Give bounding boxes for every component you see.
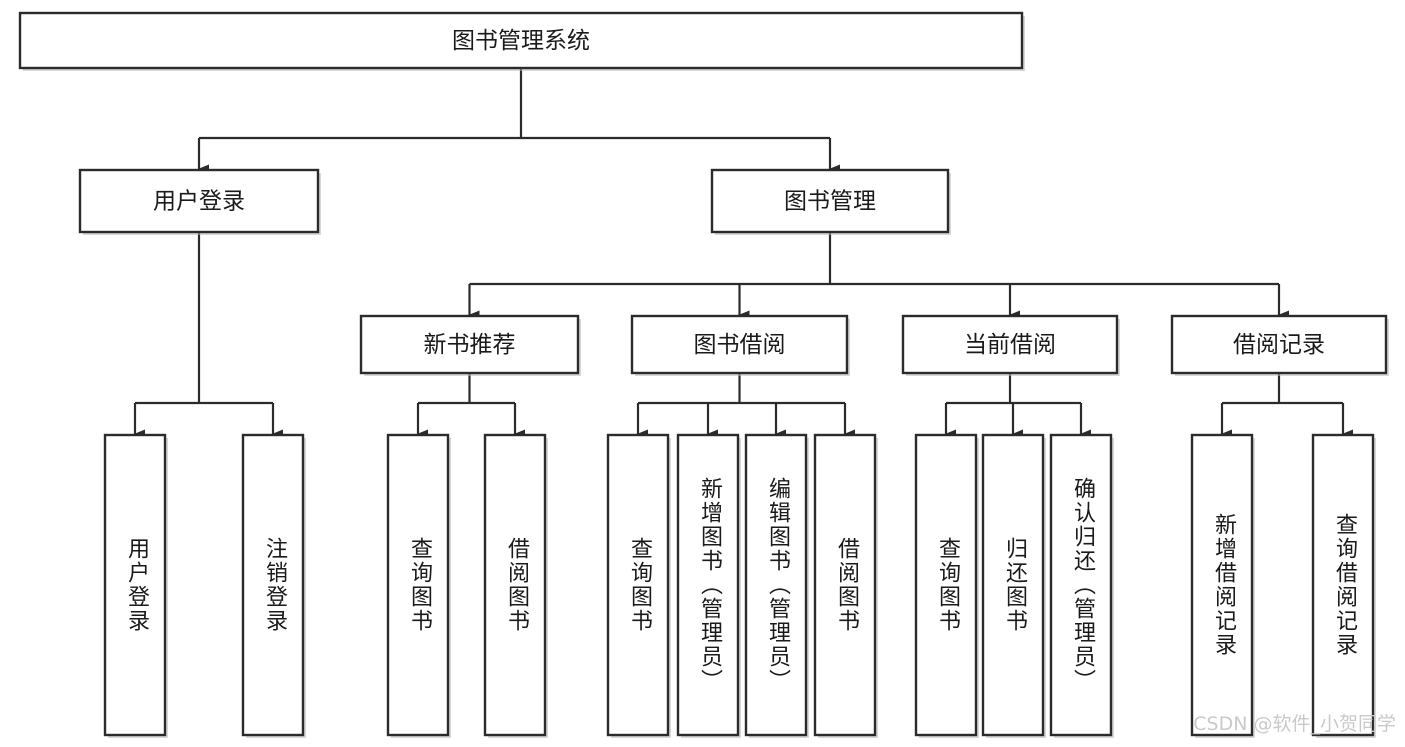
node-current-borrow[interactable]: 当前借阅 [901,314,1120,376]
node-label: 用户登录 [153,189,245,215]
node-user-login[interactable]: 用户登录 [78,168,321,235]
node-box[interactable] [1170,314,1388,375]
node-book-borrow[interactable]: 图书借阅 [630,314,850,376]
node-leaf-add-record[interactable]: 新增借阅记录 [1190,433,1255,738]
node-leaf-borrow-book-2[interactable]: 借阅图书 [813,433,878,738]
node-box[interactable] [914,433,978,737]
node-label: 查询借阅记录 [1332,513,1358,657]
node-box[interactable] [676,433,740,737]
node-box[interactable] [901,314,1119,375]
node-label: 图书管理 [784,189,876,215]
node-box[interactable] [483,433,547,737]
node-box[interactable] [1049,433,1113,737]
node-leaf-query-book-1[interactable]: 查询图书 [386,433,451,738]
connector-group [636,373,855,439]
node-label: 新增借阅记录 [1211,513,1237,657]
node-leaf-query-book-2[interactable]: 查询图书 [606,433,671,738]
node-leaf-query-record[interactable]: 查询借阅记录 [1311,433,1376,738]
csdn-watermark: CSDN @软件_小贺同学 [1193,713,1396,735]
node-box[interactable] [103,433,167,737]
node-label: 查询图书 [935,537,961,633]
node-leaf-query-book-3[interactable]: 查询图书 [914,433,979,738]
node-leaf-edit-book[interactable]: 编辑图书（管理员） [744,433,809,738]
node-label: 借阅图书 [504,537,530,633]
node-box[interactable] [359,314,580,375]
node-leaf-confirm-return[interactable]: 确认归还（管理员） [1049,433,1114,738]
node-label: 当前借阅 [964,332,1056,358]
node-layer: 图书管理系统用户登录图书管理新书推荐图书借阅当前借阅借阅记录用户登录注销登录查询… [18,11,1389,738]
node-leaf-logout[interactable]: 注销登录 [241,433,306,738]
node-box[interactable] [1190,433,1254,737]
node-label: 注销登录 [262,537,288,633]
node-leaf-return-book[interactable]: 归还图书 [981,433,1046,738]
node-leaf-user-login[interactable]: 用户登录 [103,433,168,738]
node-label: 确认归还（管理员） [1070,477,1096,693]
node-book-mgmt[interactable]: 图书管理 [710,168,951,235]
node-box[interactable] [78,168,320,234]
node-box[interactable] [813,433,877,737]
node-root[interactable]: 图书管理系统 [18,11,1025,71]
connector-group [1220,373,1353,439]
node-label: 用户登录 [124,537,150,633]
node-box[interactable] [241,433,305,737]
node-label: 编辑图书（管理员） [765,477,791,693]
node-label: 新书推荐 [424,332,516,358]
node-leaf-borrow-book-1[interactable]: 借阅图书 [483,433,548,738]
node-box[interactable] [710,168,950,234]
connector-group [197,68,840,174]
node-label: 图书借阅 [694,332,786,358]
edge-layer [133,68,1353,439]
node-label: 归还图书 [1002,537,1028,633]
node-label: 查询图书 [627,537,653,633]
node-borrow-record[interactable]: 借阅记录 [1170,314,1389,376]
node-box[interactable] [606,433,670,737]
node-box[interactable] [630,314,849,375]
connector-group [944,373,1091,439]
node-new-book-rec[interactable]: 新书推荐 [359,314,581,376]
node-box[interactable] [981,433,1045,737]
node-leaf-add-book[interactable]: 新增图书（管理员） [676,433,741,738]
connector-group [133,232,283,439]
node-box[interactable] [386,433,450,737]
node-box[interactable] [18,11,1024,70]
node-label: 借阅记录 [1233,332,1325,358]
node-label: 图书管理系统 [452,28,590,54]
node-label: 新增图书（管理员） [697,477,723,693]
connector-group [468,232,1289,320]
connector-group [416,373,525,439]
node-box[interactable] [1311,433,1375,737]
node-box[interactable] [744,433,808,737]
node-label: 借阅图书 [834,537,860,633]
node-label: 查询图书 [407,537,433,633]
